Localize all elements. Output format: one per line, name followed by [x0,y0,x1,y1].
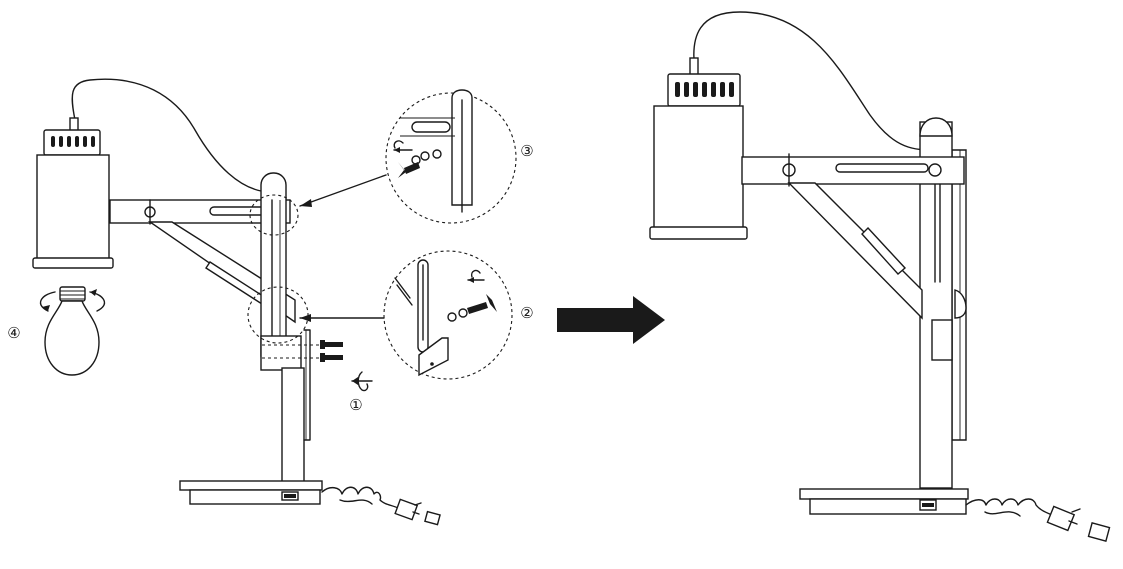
lamp-base-assembled [799,488,969,515]
callout-step-2: ② [299,250,534,380]
exploded-lamp-assembly: ③ ② ① ④ [7,78,534,526]
diagonal-arm [147,221,296,324]
power-cord-assembled [693,11,936,151]
coiled-cord-plug-assembled [965,498,1111,542]
arrow-right-icon [557,296,665,344]
assembled-lamp [649,11,1111,542]
lamp-shade [32,117,114,269]
hook-arrow-icon [351,371,373,392]
step-number-2: ② [520,304,533,322]
power-cord [71,78,269,193]
screws [262,340,343,362]
coiled-cord-plug [321,486,441,526]
lamp-base [179,480,323,505]
lamp-shade-assembled [649,57,748,240]
light-bulb [44,286,100,376]
callout-step-3: ③ [299,89,534,224]
diagonal-arm-assembled [787,182,923,320]
step-number-3: ③ [520,142,533,160]
rotate-icon [39,289,106,312]
horizontal-arm-assembled [741,153,965,187]
step-number-1: ① [349,396,362,414]
detail-highlight-top [249,194,299,236]
detail-highlight-bottom [247,286,309,344]
step-number-4: ④ [7,324,20,342]
vertical-pole [260,172,311,489]
